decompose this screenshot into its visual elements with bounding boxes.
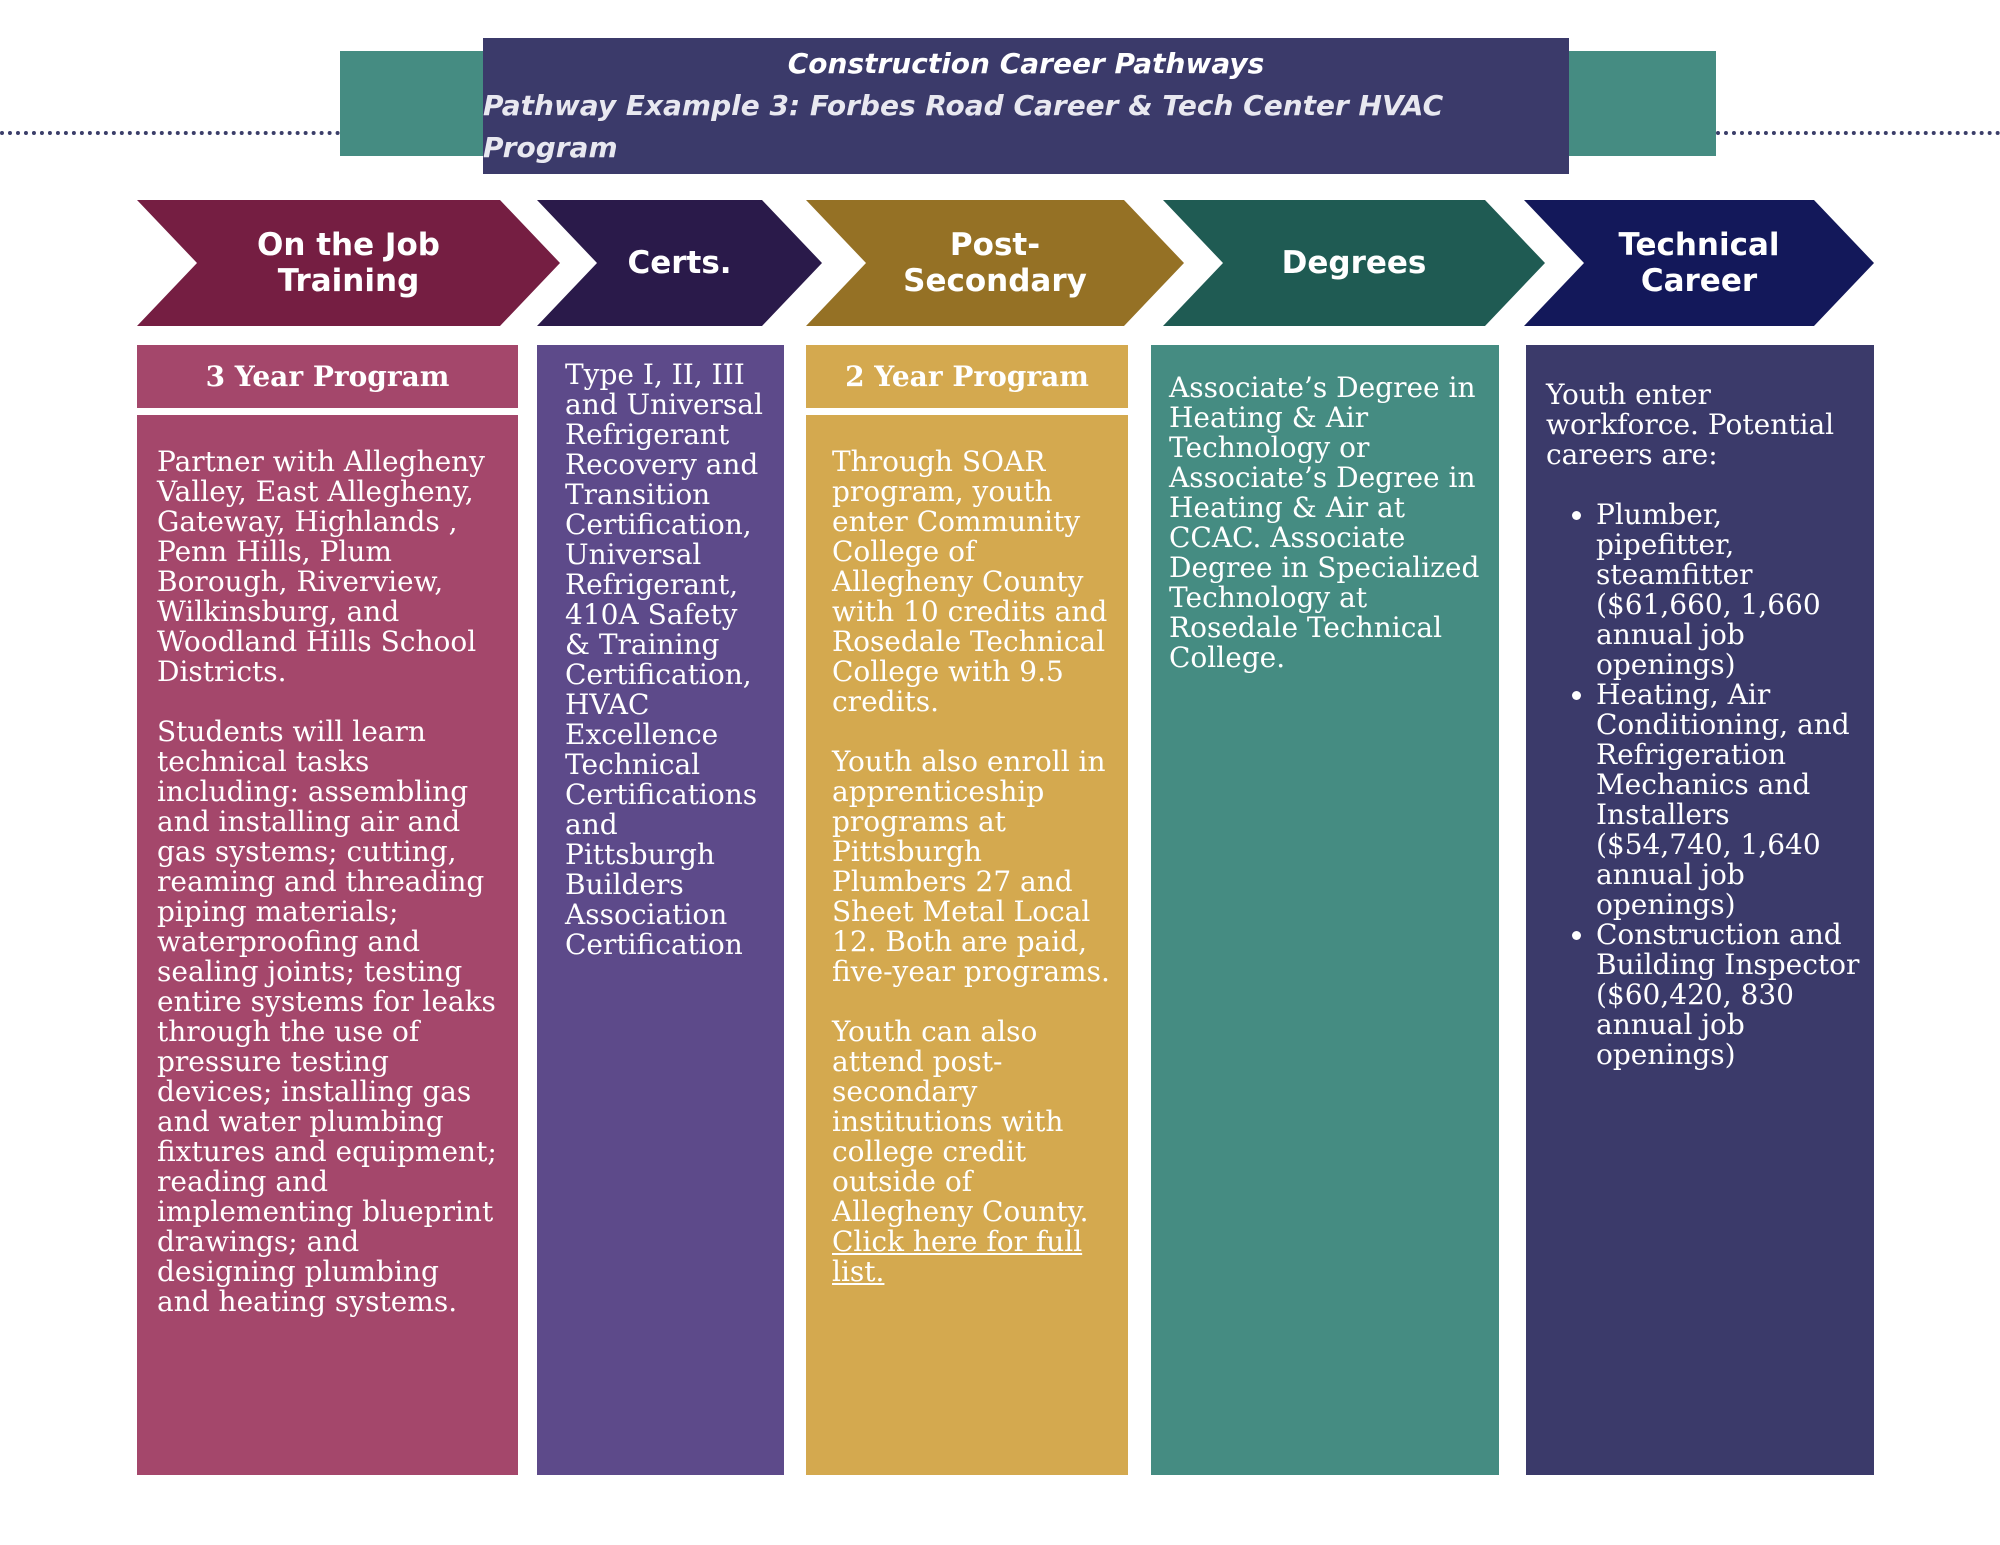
left-dotted-line: [0, 131, 340, 135]
stage-degrees-chevron: Degrees: [1163, 200, 1545, 326]
post-outside-text: Youth can also attend post-secondary ins…: [832, 1017, 1114, 1287]
career-item-plumber: Plumber, pipefitter, steamfitter ($61,66…: [1596, 500, 1860, 680]
post-soar-text: Through SOAR program, youth enter Commun…: [832, 445, 1108, 718]
ojt-partners-text: Partner with Allegheny Valley, East Alle…: [157, 445, 485, 688]
stage-ojt-label: On the Job Training: [257, 227, 440, 299]
career-list: Plumber, pipefitter, steamfitter ($61,66…: [1546, 500, 1860, 1070]
ojt-tasks-text: Students will learn technical tasks incl…: [157, 715, 497, 1318]
full-list-link[interactable]: Click here for full list.: [832, 1225, 1083, 1288]
degrees-text: Associate’s Degree in Heating & Air Tech…: [1169, 371, 1480, 674]
post-secondary-header: 2 Year Program: [806, 345, 1128, 408]
career-item-inspector: Construction and Building Inspector ($60…: [1596, 920, 1860, 1070]
stage-post-secondary-chevron: Post-Secondary: [806, 200, 1184, 326]
stage-ojt-chevron: On the Job Training: [137, 200, 560, 326]
certs-text: Type I, II, III and Universal Refrigeran…: [565, 358, 763, 961]
career-column: Youth enter workforce. Potential careers…: [1526, 345, 1874, 1475]
stage-career-label: Technical Career: [1618, 227, 1780, 299]
stage-career-chevron: Technical Career: [1524, 200, 1874, 326]
stage-certs-label: Certs.: [627, 245, 732, 281]
stage-post-secondary-label: Post-Secondary: [903, 227, 1087, 299]
post-outside-label: Youth can also attend post-secondary ins…: [832, 1015, 1089, 1228]
ojt-column: Partner with Allegheny Valley, East Alle…: [137, 415, 518, 1475]
post-secondary-header-label: 2 Year Program: [845, 360, 1089, 393]
page-subtitle: Pathway Example 3: Forbes Road Career & …: [483, 89, 1444, 164]
post-apprenticeship-text: Youth also enroll in apprenticeship prog…: [832, 745, 1110, 988]
stage-degrees-label: Degrees: [1281, 245, 1427, 281]
right-dotted-line: [1716, 131, 2000, 135]
ojt-header: 3 Year Program: [137, 345, 518, 408]
degrees-column: Associate’s Degree in Heating & Air Tech…: [1151, 345, 1499, 1475]
stage-certs-chevron: Certs.: [537, 200, 822, 326]
career-intro: Youth enter workforce. Potential careers…: [1546, 378, 1835, 471]
title-box: Construction Career Pathways Pathway Exa…: [483, 38, 1569, 174]
ojt-header-label: 3 Year Program: [205, 360, 450, 393]
career-item-hvac: Heating, Air Conditioning, and Refrigera…: [1596, 680, 1860, 920]
page-title: Construction Career Pathways: [787, 47, 1265, 80]
certs-column: Type I, II, III and Universal Refrigeran…: [537, 345, 784, 1475]
post-secondary-column: Through SOAR program, youth enter Commun…: [806, 415, 1128, 1475]
